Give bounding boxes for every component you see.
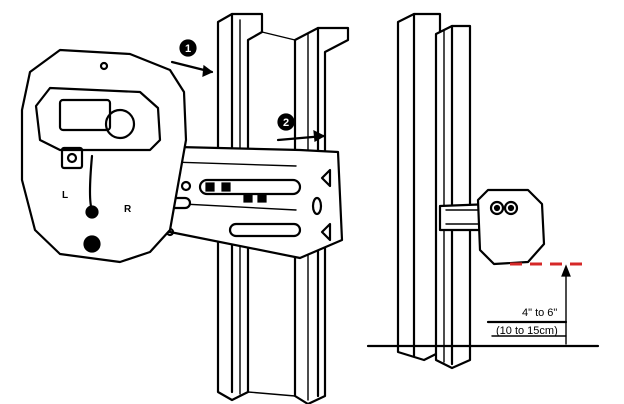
step-marker-1: 1 — [179, 39, 197, 57]
step-marker-2: 2 — [277, 113, 295, 131]
height-dimension — [486, 264, 571, 345]
sensor-label-right: R — [124, 204, 132, 215]
svg-text:2: 2 — [283, 117, 289, 129]
right-door-track — [396, 12, 472, 370]
height-imperial-label: 4" to 6" — [522, 307, 557, 319]
sensor-label-left: L — [62, 190, 68, 201]
height-metric-label: (10 to 15cm) — [496, 325, 558, 337]
safety-sensor-left: L R — [20, 48, 188, 264]
safety-sensor-installed — [476, 188, 546, 266]
svg-text:1: 1 — [185, 43, 191, 55]
